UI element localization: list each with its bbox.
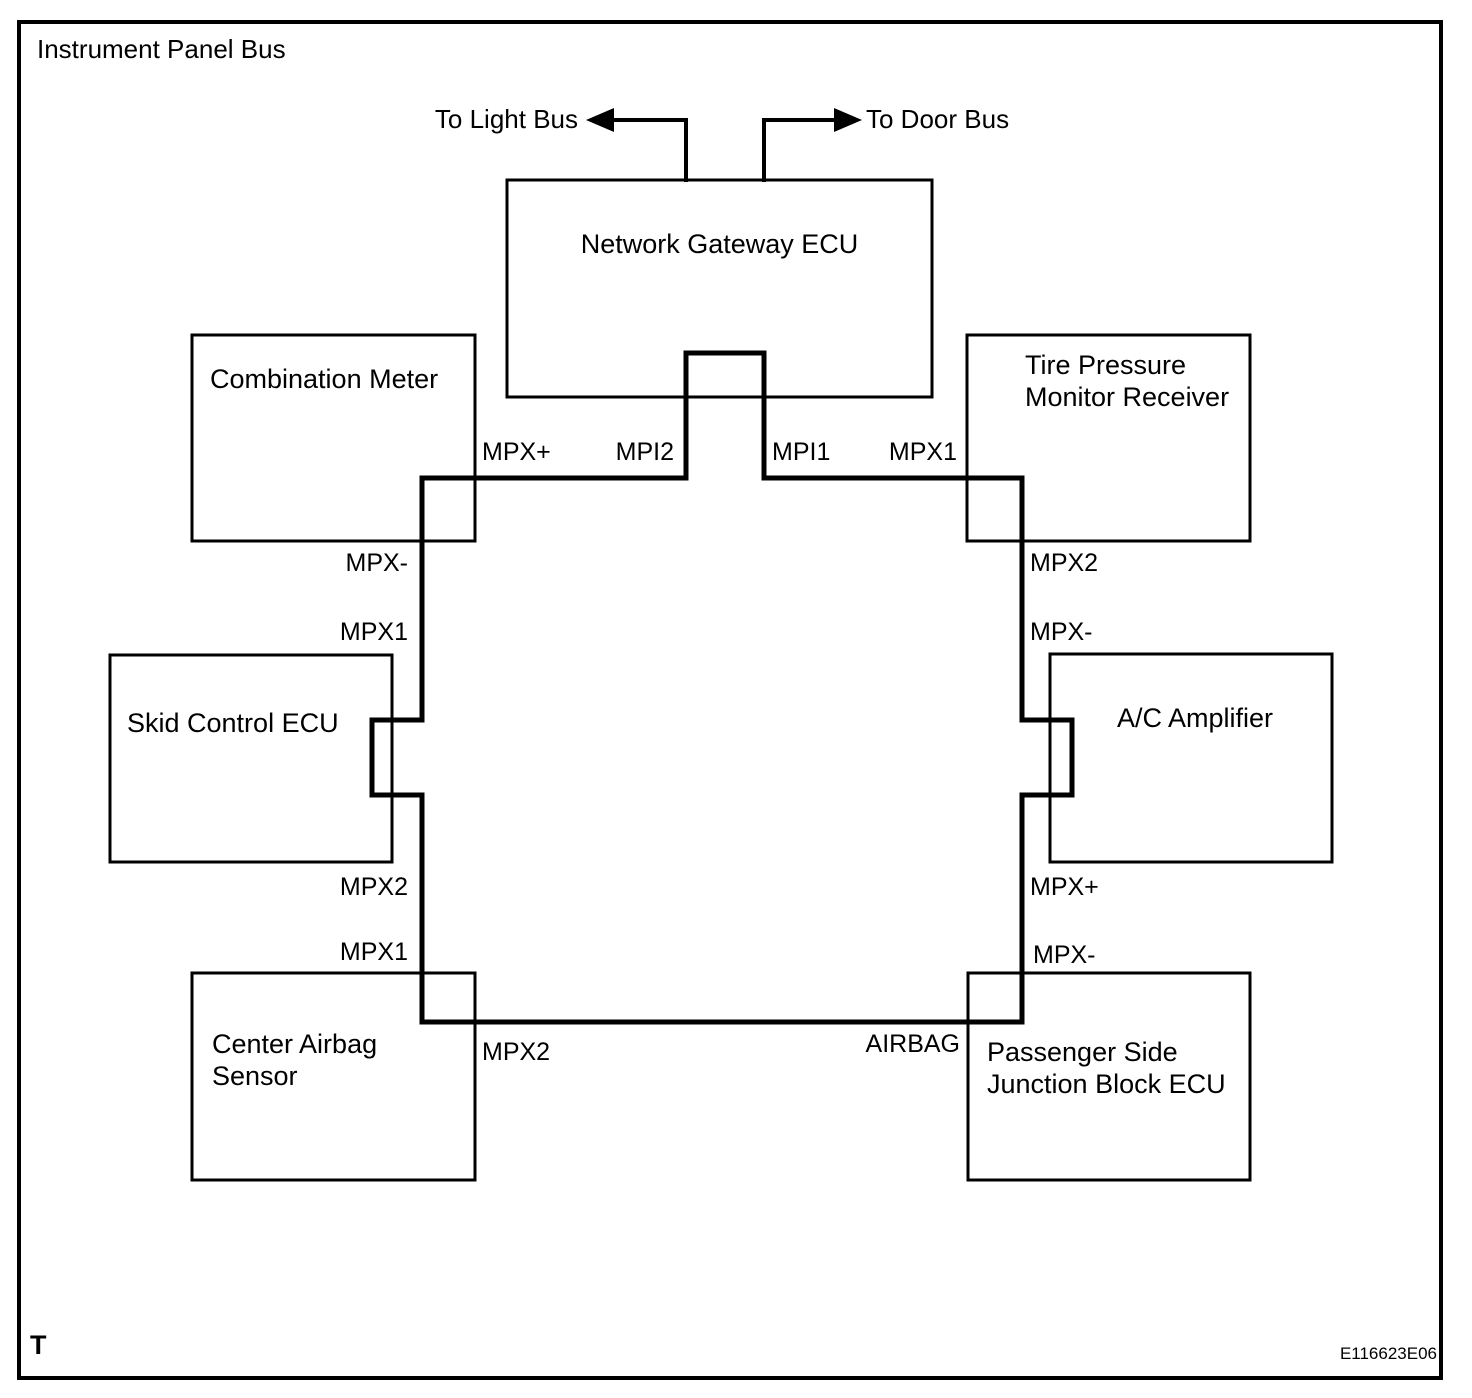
light-bus-line [610,118,688,182]
pin-tire-pressure-mpx2: MPX2 [1030,549,1099,577]
page-title: Instrument Panel Bus [37,34,286,64]
pin-center-airbag-mpx1: MPX1 [339,938,408,966]
pin-tire-pressure-mpx1: MPX1 [888,438,957,466]
tire-pressure-label-line1: Tire Pressure [1025,350,1187,380]
combination-meter-label: Combination Meter [210,364,439,394]
skid-control-box [108,653,394,864]
ac-amplifier-box [1048,652,1334,864]
pin-combination-meter-mpx-minus: MPX- [345,549,409,577]
pin-gateway-mpi2: MPI2 [615,438,674,466]
ring-bus-line [369,475,1075,1025]
outer-border [17,20,1443,1380]
gateway-connector [683,350,767,481]
junction-block-box [966,971,1252,1182]
gateway-box [505,178,934,399]
pin-junction-block-mpx-minus: MPX- [1033,941,1096,969]
pin-gateway-mpi1: MPI1 [772,438,831,466]
center-airbag-box [190,971,477,1182]
figure-code: E116623E06 [1339,1344,1437,1363]
to-light-bus-label: To Light Bus [434,104,578,134]
gateway-label: Network Gateway ECU [580,229,859,259]
pin-center-airbag-mpx2: MPX2 [482,1038,551,1066]
center-airbag-label-line2: Sensor [212,1061,298,1091]
skid-control-label: Skid Control ECU [127,708,339,738]
center-airbag-label-line1: Center Airbag [212,1029,378,1059]
tire-pressure-box [965,333,1252,543]
pin-ac-amplifier-mpx-minus: MPX- [1030,618,1093,646]
door-bus-arrowhead-icon [834,108,862,132]
pin-combination-meter-mpx-plus: MPX+ [482,438,551,466]
junction-block-label-line2: Junction Block ECU [987,1069,1226,1099]
pin-skid-control-mpx2: MPX2 [339,873,408,901]
light-bus-arrowhead-icon [586,108,614,132]
ac-amplifier-label: A/C Amplifier [1117,703,1274,733]
pin-junction-block-airbag: AIRBAG [865,1030,960,1058]
pin-skid-control-mpx1: MPX1 [339,618,408,646]
pin-ac-amplifier-mpx-plus: MPX+ [1030,873,1099,901]
tire-pressure-label-line2: Monitor Receiver [1025,382,1230,412]
door-bus-line [762,118,838,182]
combination-meter-box [190,333,477,543]
figure-mark: T [30,1330,47,1360]
junction-block-label-line1: Passenger Side [987,1037,1178,1067]
to-door-bus-label: To Door Bus [866,104,1010,134]
